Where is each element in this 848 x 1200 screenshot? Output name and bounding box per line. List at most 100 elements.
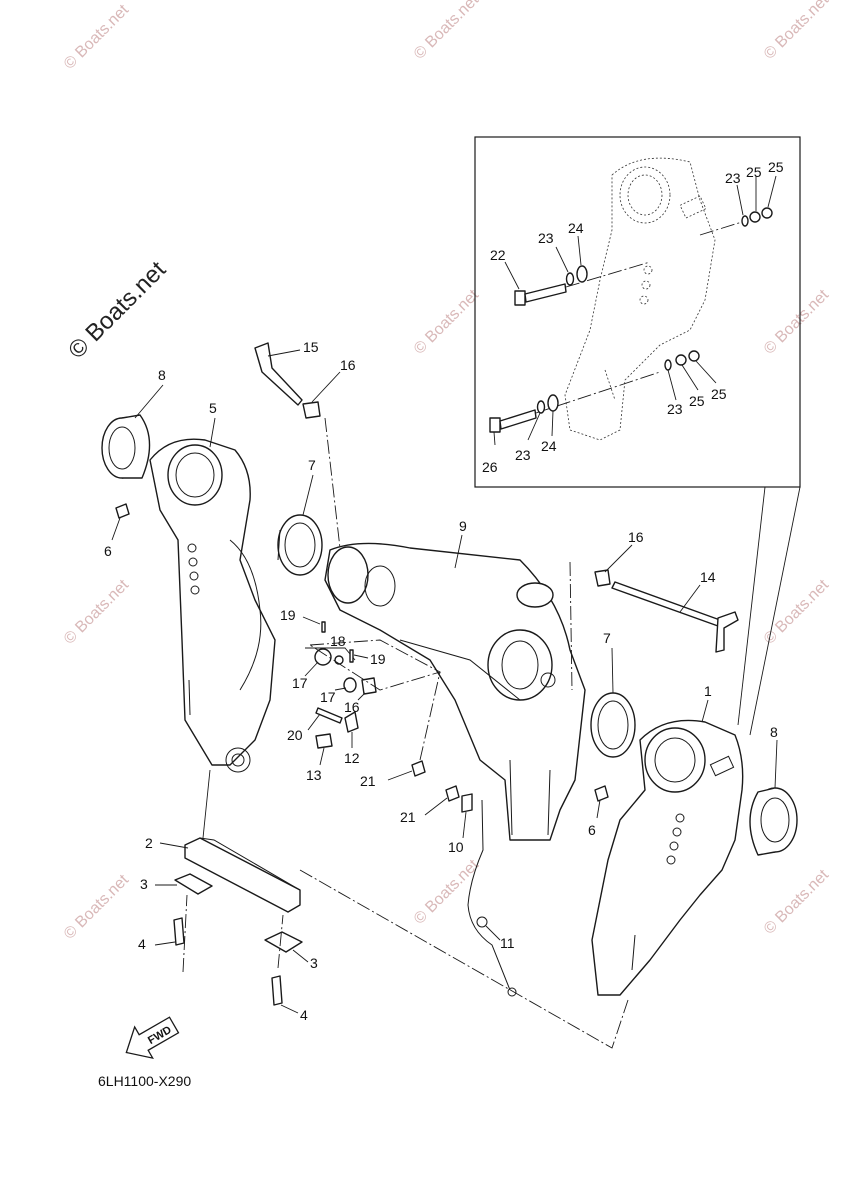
leader xyxy=(679,584,701,613)
arrow-shape xyxy=(125,1016,180,1060)
grommet-16-right xyxy=(594,569,611,587)
adjust-hole xyxy=(188,557,198,567)
axis-line xyxy=(569,561,573,691)
rod-bend xyxy=(715,611,739,653)
nut-25-right xyxy=(688,350,700,362)
inset-detail: 22 23 24 23 25 25 26 23 24 23 25 25 xyxy=(474,136,801,488)
leader xyxy=(280,1004,299,1014)
leader xyxy=(485,925,501,941)
leader xyxy=(736,184,744,216)
leader xyxy=(701,699,709,723)
callout-13: 13 xyxy=(306,767,322,783)
callout-16: 16 xyxy=(340,357,356,373)
steering-boss xyxy=(516,582,554,608)
inset-bracket-outline xyxy=(564,157,716,441)
adjust-hole xyxy=(675,813,685,823)
slot xyxy=(188,679,191,716)
watermark: © Boats.net xyxy=(411,286,483,358)
leader xyxy=(307,713,321,731)
adjust-hole xyxy=(189,571,199,581)
bushing-8-right xyxy=(749,787,798,856)
plate-body xyxy=(184,837,301,913)
callout-3: 3 xyxy=(310,955,318,971)
adjust-hole xyxy=(187,543,197,553)
bolt-head xyxy=(489,417,501,433)
bracket-plate xyxy=(709,755,735,777)
callout-21: 21 xyxy=(400,809,416,825)
callout-19: 19 xyxy=(370,651,386,667)
bolt-shank xyxy=(524,283,567,303)
small-parts-group: 19 17 18 19 17 16 20 12 13 xyxy=(280,607,442,783)
adjust-hole xyxy=(190,585,200,595)
washer-23-right xyxy=(664,359,672,371)
callout-23: 23 xyxy=(538,230,554,246)
assembly-link xyxy=(299,869,629,1049)
leader xyxy=(319,747,325,766)
callout-6: 6 xyxy=(104,543,112,559)
grommet-16-center xyxy=(361,677,377,695)
watermark: © Boats.net xyxy=(411,856,483,928)
callout-8: 8 xyxy=(770,724,778,740)
rod-shaft xyxy=(611,581,721,627)
callout-8: 8 xyxy=(158,367,166,383)
leader xyxy=(551,410,554,437)
bolt-26 xyxy=(489,371,661,433)
bushing-edge xyxy=(277,529,281,561)
diagram-code: 6LH1100-X290 xyxy=(98,1073,192,1089)
axis-line xyxy=(324,417,341,549)
callout-23: 23 xyxy=(515,447,531,463)
nut-25-top xyxy=(761,207,773,219)
callout-12: 12 xyxy=(344,750,360,766)
watermark: © Boats.net xyxy=(411,0,483,63)
leader xyxy=(134,384,164,419)
clamp-bracket-1 xyxy=(591,719,744,996)
tilt-lever-15 xyxy=(254,342,303,406)
bushing-7-left xyxy=(277,514,323,576)
callout-26: 26 xyxy=(482,459,498,475)
leader xyxy=(604,544,633,573)
inset-plate xyxy=(679,195,707,219)
callout-10: 10 xyxy=(448,839,464,855)
axis-line xyxy=(565,261,651,288)
grease-nipple-6-left xyxy=(115,503,130,519)
bushing-inner xyxy=(597,700,629,750)
lead-terminal xyxy=(476,916,488,928)
leader xyxy=(334,687,347,691)
swivel-bore-inner xyxy=(501,640,539,690)
leader xyxy=(311,371,341,403)
washer-23-lower xyxy=(536,400,546,414)
lever-rod xyxy=(254,342,303,406)
bushing-17-left xyxy=(314,648,332,666)
callout-24: 24 xyxy=(541,438,557,454)
callout-24: 24 xyxy=(568,220,584,236)
leader xyxy=(357,692,366,701)
washer-24-lower xyxy=(547,394,559,412)
leader xyxy=(527,412,541,441)
bolt-13-head xyxy=(315,733,333,749)
callout-11: 11 xyxy=(500,935,515,951)
fwd-arrow-icon: FWD xyxy=(125,1016,180,1060)
leader xyxy=(767,175,777,208)
plate-2 xyxy=(184,837,301,913)
inset-hole xyxy=(641,280,651,290)
leader xyxy=(667,369,677,401)
inset-slot xyxy=(604,369,616,401)
inset-hole xyxy=(639,295,649,305)
leader xyxy=(209,417,216,448)
callout-7: 7 xyxy=(308,457,316,473)
bolt-head xyxy=(514,290,526,306)
bushing-8-left xyxy=(101,414,151,479)
swivel-tube-port xyxy=(364,565,396,607)
callout-23: 23 xyxy=(725,170,741,186)
leader xyxy=(387,770,413,781)
grease-nipple-21-left xyxy=(411,760,426,777)
pin-19-left xyxy=(321,621,326,633)
leader xyxy=(611,647,614,694)
watermark: © Boats.net xyxy=(761,0,833,63)
nut-25-right xyxy=(675,354,687,366)
leader xyxy=(555,246,569,273)
leader xyxy=(504,261,520,290)
watermark: © Boats.net xyxy=(761,866,833,938)
adjust-hole xyxy=(666,855,676,865)
inset-frame xyxy=(474,136,801,488)
